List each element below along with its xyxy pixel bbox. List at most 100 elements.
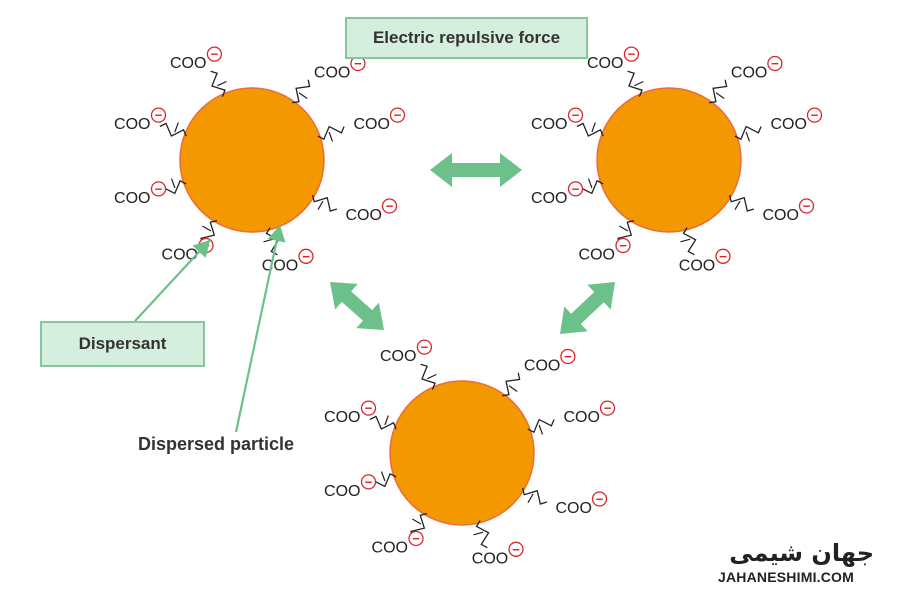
dispersant-branch: [587, 178, 593, 189]
carboxylate-group-label: COO: [763, 207, 799, 224]
dispersant-branch: [328, 131, 334, 142]
dispersant-chain: [627, 70, 643, 97]
negative-charge-sign: −: [354, 56, 362, 71]
carboxylate-group-label: COO: [587, 55, 623, 72]
negative-charge-icon: −: [206, 46, 223, 62]
dispersant-branch: [263, 238, 274, 243]
dispersed-particle-2: COO−COO−COO−COO−COO−COO−COO−COO−: [531, 46, 823, 274]
dispersant-branch: [619, 225, 629, 232]
negative-charge-icon: −: [767, 55, 783, 72]
negative-charge-sign: −: [564, 349, 572, 364]
negative-charge-icon: −: [715, 248, 731, 264]
particle-core: [179, 87, 325, 233]
watermark-persian-text: جهان شیمی: [729, 539, 874, 567]
dispersant-chain: [682, 227, 697, 256]
particle-core: [596, 87, 742, 233]
negative-charge-icon: −: [798, 198, 815, 214]
negative-charge-sign: −: [811, 108, 819, 123]
pointer-arrows-layer: [134, 224, 286, 433]
negative-charge-icon: −: [381, 198, 398, 214]
dispersant-branch: [170, 178, 176, 189]
negative-charge-sign: −: [719, 249, 727, 264]
carboxylate-group-label: COO: [679, 257, 715, 274]
dispersant-branch: [715, 92, 725, 99]
dispersant-branch: [174, 122, 179, 133]
negative-charge-icon: −: [591, 491, 608, 507]
negative-charge-sign: −: [572, 108, 580, 123]
dispersant-branch: [591, 122, 596, 133]
carboxylate-group-label: COO: [262, 257, 298, 274]
dispersant-branch: [527, 493, 534, 503]
negative-charge-sign: −: [365, 474, 373, 489]
carboxylate-group-label: COO: [114, 190, 150, 207]
negative-charge-sign: −: [386, 199, 394, 214]
carboxylate-group-label: COO: [324, 483, 360, 500]
negative-charge-sign: −: [421, 340, 429, 355]
negative-charge-icon: −: [298, 248, 314, 264]
negative-charge-sign: −: [394, 108, 402, 123]
dispersant-branch: [734, 200, 741, 210]
negative-charge-sign: −: [155, 108, 163, 123]
negative-charge-sign: −: [412, 531, 420, 546]
dispersed-particle-3: COO−COO−COO−COO−COO−COO−COO−COO−: [324, 339, 616, 567]
repulsion-arrow-right: [559, 282, 615, 334]
carboxylate-group-label: COO: [372, 540, 408, 557]
watermark-latin-text: JAHANESHIMI.COM: [718, 569, 855, 585]
carboxylate-group-label: COO: [324, 409, 360, 426]
dispersant-branch: [634, 80, 644, 87]
dispersant-chain: [475, 520, 490, 549]
dispersant-branch: [412, 518, 422, 525]
negative-charge-icon: −: [416, 339, 433, 355]
carboxylate-group-label: COO: [531, 190, 567, 207]
carboxylate-group-label: COO: [472, 550, 508, 567]
carboxylate-group-label: COO: [731, 65, 767, 82]
negative-charge-icon: −: [389, 107, 406, 123]
particle-pointer-arrow: [234, 224, 286, 433]
negative-charge-sign: −: [572, 181, 580, 196]
carboxylate-group-label: COO: [556, 500, 592, 517]
carboxylate-group-label: COO: [162, 247, 198, 264]
dispersant-branch: [384, 415, 389, 426]
dispersant-label: Dispersant: [40, 321, 205, 367]
dispersant-chain: [709, 79, 728, 104]
negative-charge-sign: −: [365, 401, 373, 416]
carboxylate-group-label: COO: [524, 358, 560, 375]
negative-charge-icon: −: [360, 400, 377, 416]
dispersant-branch: [380, 471, 386, 482]
dispersant-chain: [617, 219, 635, 246]
dispersant-pointer-arrow: [134, 239, 211, 322]
dispersant-branch: [745, 131, 751, 142]
dispersant-branch: [538, 424, 544, 435]
dispersant-chain: [420, 363, 436, 390]
dispersant-chain: [410, 512, 428, 539]
negative-charge-sign: −: [803, 199, 811, 214]
dispersant-chain: [734, 125, 762, 141]
dispersed-particle-1: COO−COO−COO−COO−COO−COO−COO−COO−: [114, 46, 406, 274]
dispersant-chain: [317, 125, 345, 141]
arrows-layer: [330, 153, 615, 334]
dispersant-branch: [427, 373, 437, 380]
negative-charge-sign: −: [211, 47, 219, 62]
negative-charge-sign: −: [619, 238, 627, 253]
dispersant-chain: [728, 194, 755, 212]
particles-layer: COO−COO−COO−COO−COO−COO−COO−COO−COO−COO−…: [114, 46, 823, 567]
dispersant-branch: [317, 200, 324, 210]
dispersant-branch: [508, 385, 518, 392]
electric-repulsive-force-label: Electric repulsive force: [345, 17, 588, 59]
negative-charge-sign: −: [604, 401, 612, 416]
watermark-logo: جهان شیمی JAHANESHIMI.COM: [718, 540, 878, 590]
carboxylate-group-label: COO: [771, 116, 807, 133]
carboxylate-group-label: COO: [170, 55, 206, 72]
particle-core: [389, 380, 535, 526]
dispersant-chain: [576, 122, 604, 137]
negative-charge-icon: −: [508, 541, 524, 557]
negative-charge-sign: −: [628, 47, 636, 62]
dispersant-chain: [200, 219, 218, 246]
negative-charge-sign: −: [512, 542, 520, 557]
negative-charge-sign: −: [596, 492, 604, 507]
negative-charge-sign: −: [302, 249, 310, 264]
negative-charge-icon: −: [560, 348, 576, 365]
dispersant-chain: [369, 415, 397, 430]
carboxylate-group-label: COO: [314, 65, 350, 82]
